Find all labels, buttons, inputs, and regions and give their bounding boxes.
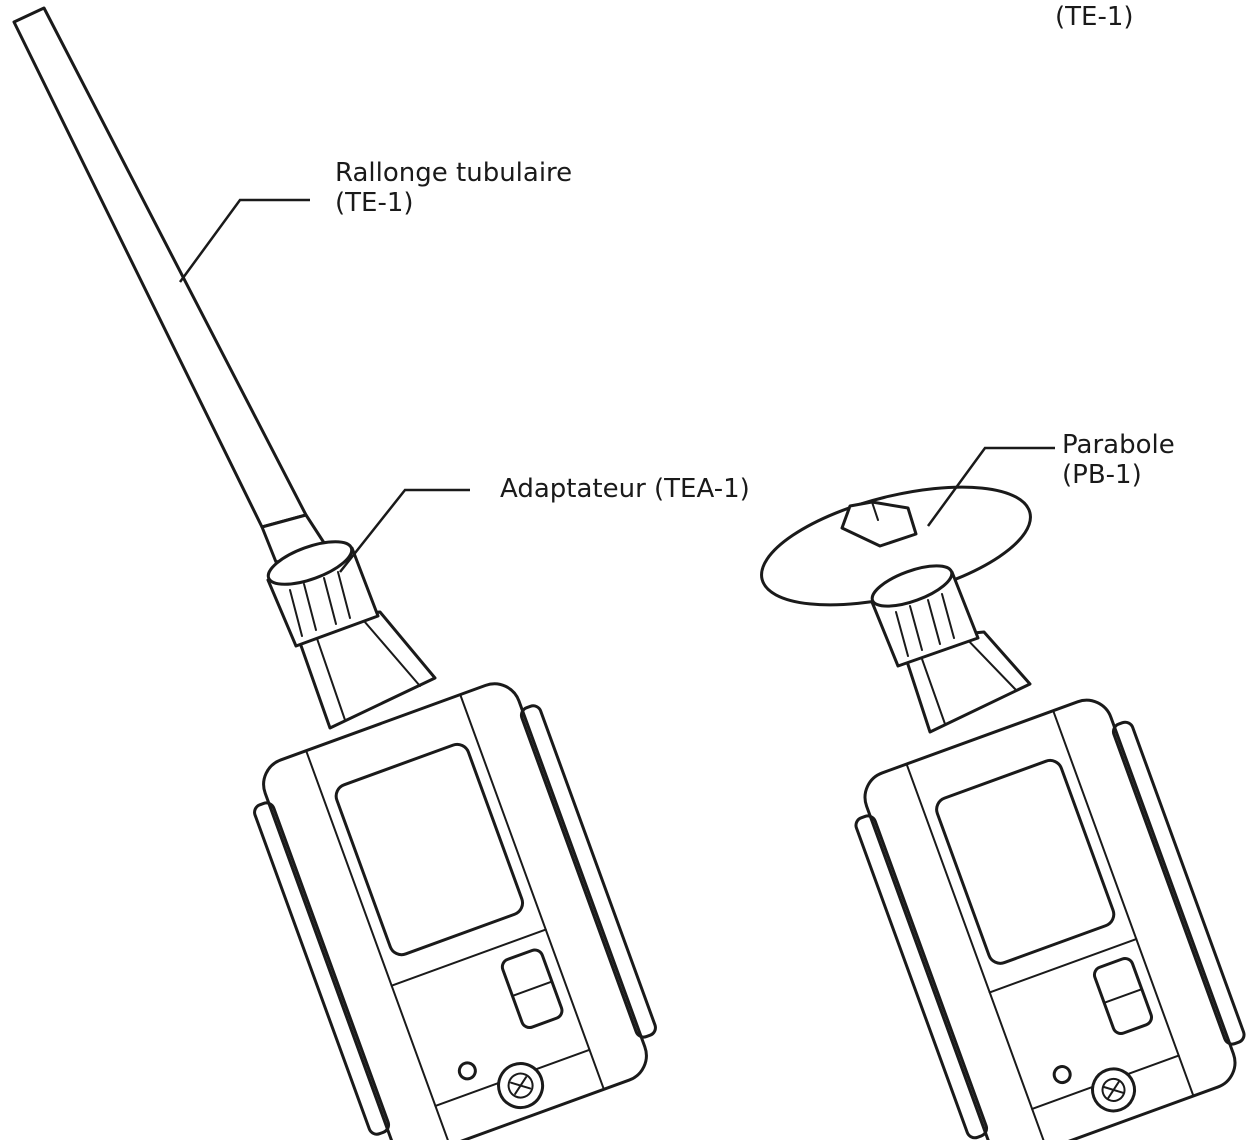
parabola-pb1 [760, 485, 1032, 607]
label-top-fragment: (TE-1) [1055, 2, 1134, 32]
right-device-body [854, 698, 1246, 1140]
left-device-screen [334, 742, 525, 957]
label-adapter: Adaptateur (TEA-1) [500, 474, 750, 504]
right-device-screen [935, 758, 1116, 965]
label-tube-extension: Rallonge tubulaire (TE-1) [335, 158, 572, 218]
label-tube-extension-name: Rallonge tubulaire [335, 158, 573, 188]
adapter-tea1 [266, 540, 380, 648]
leader-tube-extension [178, 198, 310, 283]
label-parabola: Parabole (PB-1) [1062, 430, 1175, 490]
label-parabola-code: (PB-1) [1062, 460, 1142, 490]
right-device [760, 485, 1246, 1140]
label-tube-extension-code: (TE-1) [335, 188, 414, 218]
leader-adapter [339, 488, 470, 573]
leader-parabola [926, 446, 1055, 527]
left-device [12, 6, 657, 1140]
left-device-body [253, 682, 657, 1140]
label-parabola-name: Parabole [1062, 430, 1175, 460]
right-device-collar [870, 564, 980, 668]
tube-extension [12, 6, 308, 529]
